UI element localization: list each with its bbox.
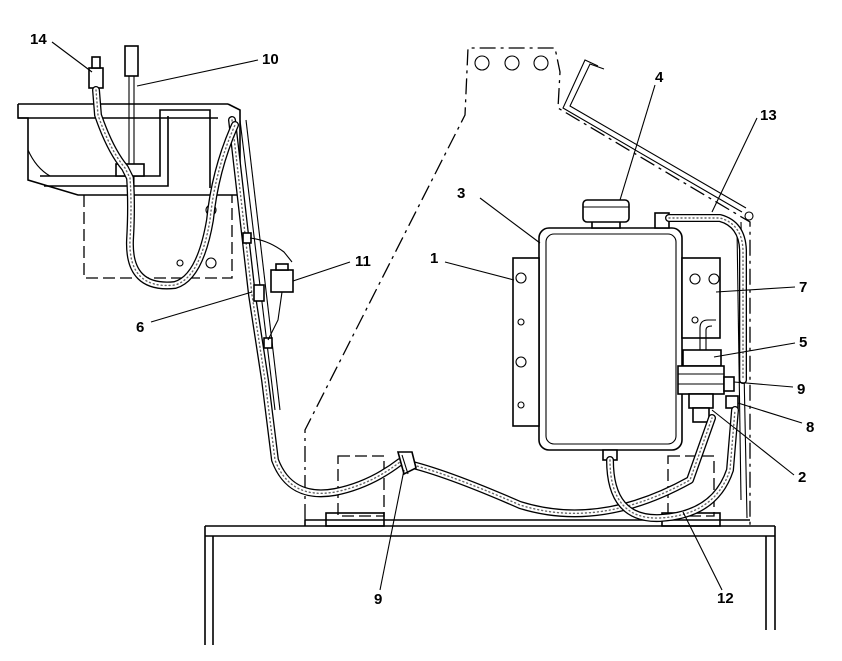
callout-14: 14 [30, 31, 47, 48]
floor-clamp [396, 451, 417, 476]
washer-pump [677, 319, 739, 423]
callout-10: 11 [355, 253, 371, 270]
callout-5: 5 [799, 334, 807, 351]
callout-3: 3 [457, 185, 465, 202]
leader-lines [51, 41, 803, 591]
callout-7: 7 [799, 279, 807, 296]
callout-13: 13 [760, 107, 777, 124]
callout-11: 10 [262, 51, 279, 68]
callout-6: 6 [136, 319, 144, 336]
callout-9-right: 9 [797, 381, 805, 398]
check-valve [249, 237, 294, 341]
washer-reservoir [512, 199, 721, 461]
callout-2: 2 [798, 469, 806, 486]
base-frame [204, 519, 776, 645]
callout-9-bottom: 9 [374, 591, 382, 608]
callout-8: 8 [806, 419, 814, 436]
callout-12: 12 [717, 590, 734, 607]
callout-4: 4 [655, 69, 664, 86]
callout-1: 1 [430, 250, 438, 267]
callout-labels: 14 10 4 3 13 1 11 7 6 5 9 8 2 12 9 [30, 31, 814, 608]
